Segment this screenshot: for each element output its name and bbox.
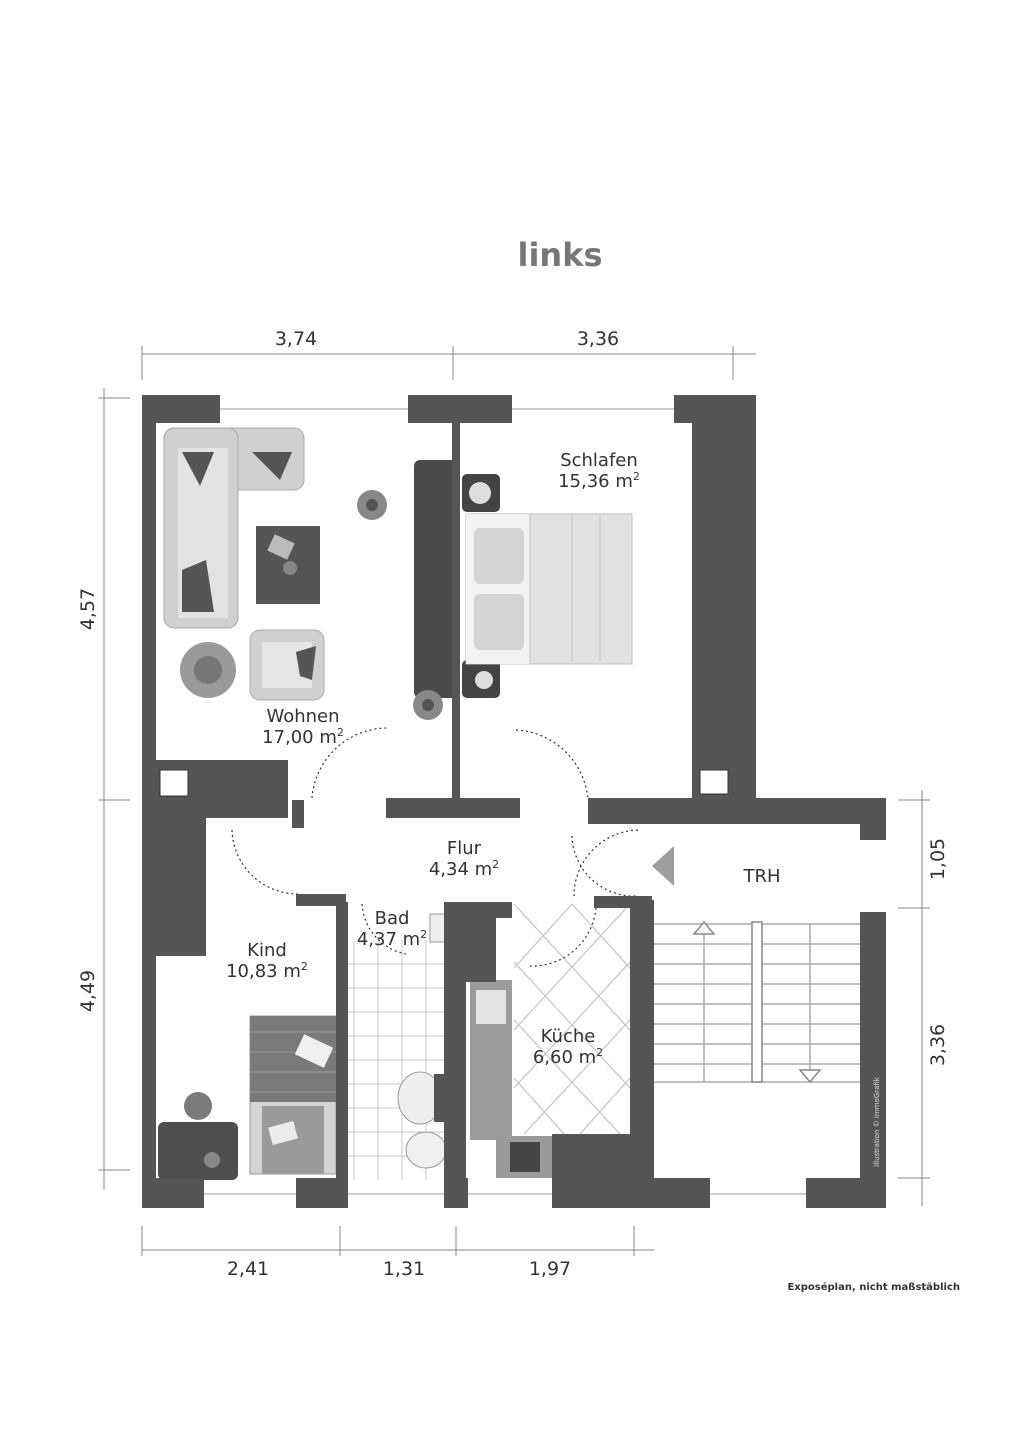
room-wohnen: Wohnen 17,00 m2 bbox=[240, 706, 366, 748]
room-area: 4,34 m2 bbox=[428, 858, 500, 880]
room-area: 6,60 m2 bbox=[532, 1046, 604, 1068]
room-area: 10,83 m2 bbox=[226, 960, 308, 982]
room-bad: Bad 4,37 m2 bbox=[344, 908, 440, 950]
windows bbox=[204, 408, 806, 1195]
room-area: 17,00 m2 bbox=[262, 726, 344, 748]
dim-top-wohnen: 3,74 bbox=[274, 328, 318, 350]
walls bbox=[142, 395, 886, 1208]
wohnen-furniture bbox=[163, 427, 458, 720]
room-name: Kind bbox=[247, 940, 287, 961]
kind-furniture bbox=[158, 1015, 337, 1180]
dim-right-top: 1,05 bbox=[927, 837, 949, 881]
kueche-fixtures bbox=[470, 903, 631, 1178]
room-schlafen: Schlafen 15,36 m2 bbox=[536, 450, 662, 492]
schlafen-furniture bbox=[462, 474, 633, 698]
room-kind: Kind 10,83 m2 bbox=[206, 940, 328, 982]
room-area: 4,37 m2 bbox=[356, 928, 428, 950]
room-name: Bad bbox=[374, 908, 410, 929]
door-swings bbox=[231, 727, 639, 967]
wardrobe-icon bbox=[414, 460, 458, 698]
bad-fixtures bbox=[346, 913, 452, 1180]
dim-left-top: 4,57 bbox=[77, 587, 99, 631]
shaft-left bbox=[159, 769, 189, 797]
plan-title: links bbox=[517, 236, 603, 274]
dim-bottom-kueche: 1,97 bbox=[528, 1258, 572, 1280]
dim-right-bottom: 3,36 bbox=[927, 1023, 949, 1067]
dim-left-bottom: 4,49 bbox=[77, 969, 99, 1013]
desk-icon bbox=[158, 1122, 238, 1180]
toilet-icon bbox=[405, 1131, 447, 1169]
room-kueche: Küche 6,60 m2 bbox=[508, 1026, 628, 1068]
room-name: Flur bbox=[446, 838, 482, 859]
room-flur: Flur 4,34 m2 bbox=[404, 838, 524, 880]
entrance-arrow-icon bbox=[652, 846, 674, 886]
staircase bbox=[654, 920, 860, 1084]
dim-top-schlafen: 3,36 bbox=[576, 328, 620, 350]
room-name: Schlafen bbox=[560, 450, 638, 471]
dim-bottom-kind: 2,41 bbox=[226, 1258, 270, 1280]
footnote: Exposéplan, nicht maßstäblich bbox=[787, 1282, 960, 1293]
room-name: TRH bbox=[743, 866, 781, 887]
room-name: Wohnen bbox=[266, 706, 340, 727]
dimension-lines bbox=[98, 346, 930, 1256]
toy-icon bbox=[184, 1092, 212, 1120]
dim-bottom-bad: 1,31 bbox=[382, 1258, 426, 1280]
room-trh: TRH bbox=[712, 866, 812, 887]
shaft-right bbox=[699, 769, 729, 795]
illustration-credit: Illustration © immoGrafik bbox=[873, 1077, 881, 1167]
room-name: Küche bbox=[540, 1026, 596, 1047]
room-area: 15,36 m2 bbox=[558, 470, 640, 492]
